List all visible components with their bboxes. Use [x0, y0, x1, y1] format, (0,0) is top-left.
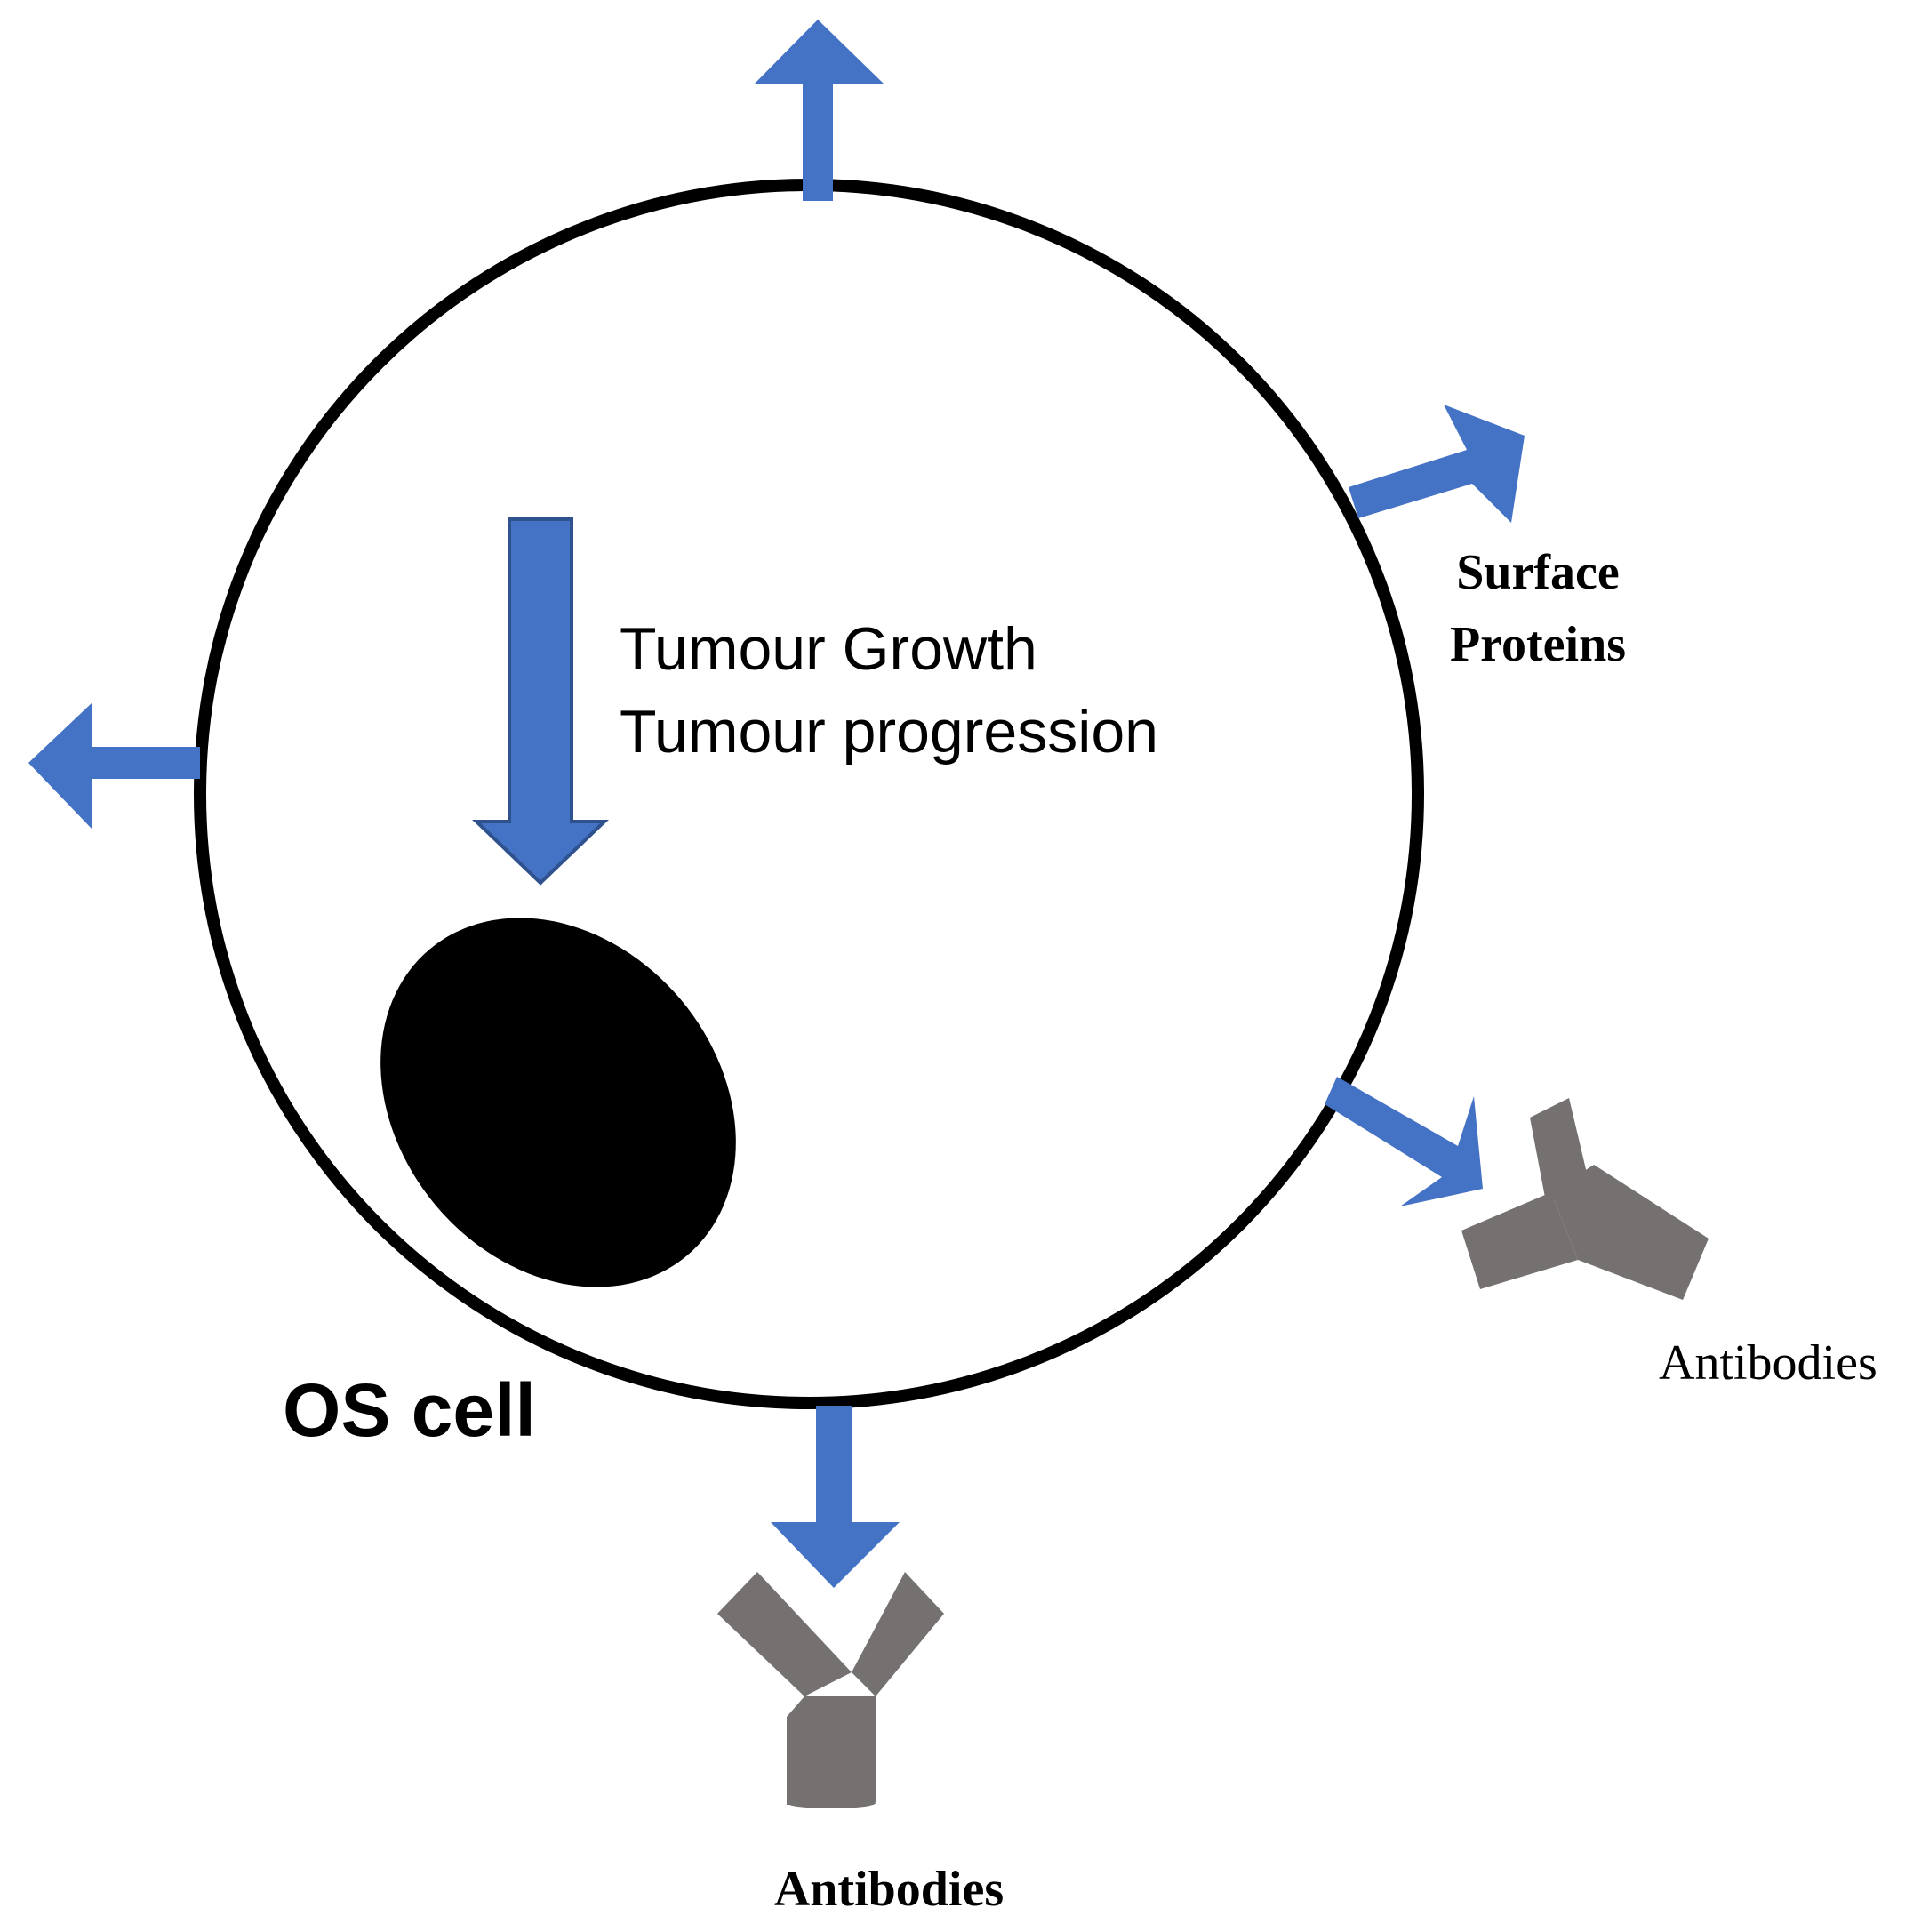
surface-arrow-left	[28, 702, 200, 830]
downregulation-arrow	[472, 517, 609, 886]
surface-arrow-upper-right	[1349, 405, 1525, 523]
effect-label-growth: Tumour Growth	[620, 615, 1037, 683]
antibodies-label-right: Antibodies	[1659, 1335, 1877, 1391]
antibody-right-icon	[1461, 1098, 1709, 1300]
surface-arrow-bottom	[771, 1406, 900, 1588]
cell-nucleus	[380, 918, 736, 1287]
antibody-bottom-icon	[717, 1572, 944, 1808]
effect-label-progression: Tumour progression	[620, 698, 1158, 766]
surface-arrow-top	[754, 20, 884, 201]
antibodies-label-bottom: Antibodies	[774, 1862, 1004, 1917]
surface-proteins-label-line1: Surface	[1456, 545, 1620, 600]
cell-membrane	[194, 179, 1424, 1409]
surface-arrow-lower-right	[1325, 1077, 1483, 1206]
surface-proteins-label-line2: Proteins	[1450, 617, 1626, 672]
os-cell-label: OS cell	[283, 1368, 536, 1452]
